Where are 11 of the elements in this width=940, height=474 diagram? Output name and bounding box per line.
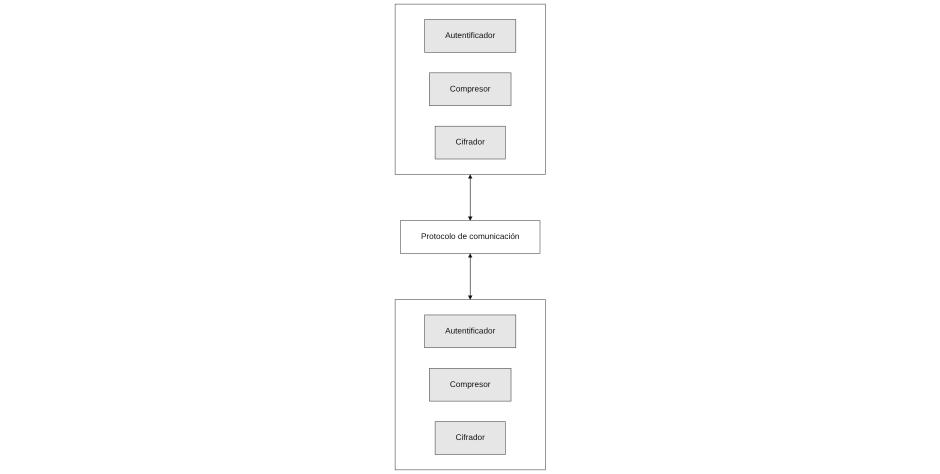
node-box: Cifrador xyxy=(434,126,506,160)
arrow xyxy=(468,253,472,300)
node-box: Compresor xyxy=(428,72,512,106)
arrow xyxy=(468,174,472,221)
node-box: Protocolo de comunicación xyxy=(400,220,540,254)
node-box: Autentificador xyxy=(424,314,516,348)
node-box: Compresor xyxy=(428,368,512,402)
node-box: Cifrador xyxy=(434,421,506,455)
node-box: Autentificador xyxy=(424,19,516,53)
cluster xyxy=(394,4,546,175)
cluster xyxy=(394,299,546,470)
